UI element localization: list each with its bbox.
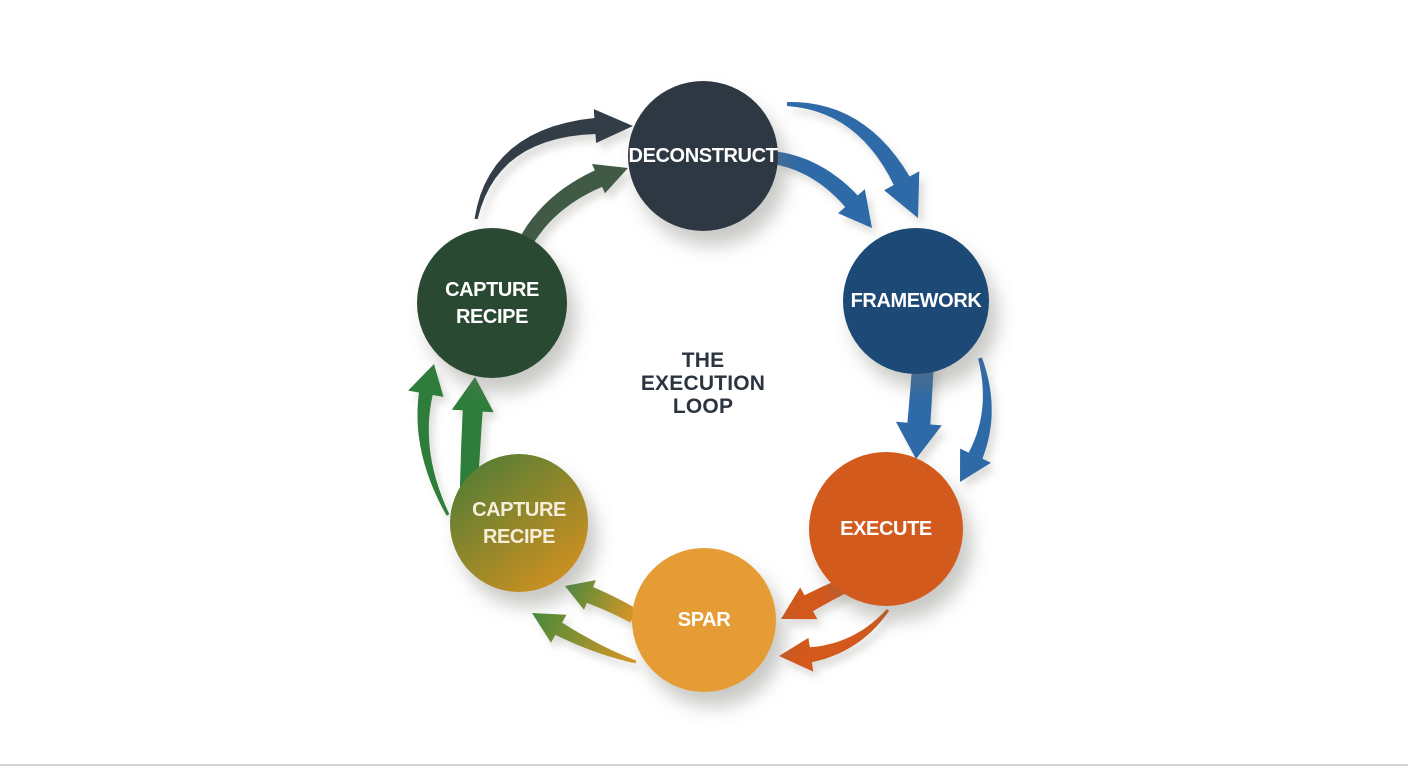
node-framework-circle [843,228,989,374]
arrow-capture-bottom-to-capture-top-straight [451,377,494,488]
center-title-line-1: THE [682,349,725,372]
node-capture-recipe-bottom-label-line2: RECIPE [483,526,555,548]
node-capture-recipe-bottom-label-line1: CAPTURE [472,499,566,521]
arrow-capture-top-to-deconstruct-outer [474,109,633,220]
node-execute-label: EXECUTE [840,518,932,540]
arrow-framework-to-execute-curved [960,357,992,482]
node-spar-circle [632,548,776,692]
center-title-line-3: LOOP [673,395,733,418]
node-deconstruct-label: DECONSTRUCT [629,145,778,167]
arrow-spar-to-capture-bottom-lower [532,613,637,664]
node-capture-recipe-bottom-circle [450,454,588,592]
center-title: THE EXECUTION LOOP [641,349,765,418]
node-execute-circle [809,452,963,606]
arrow-layer [408,102,992,672]
node-framework-label: FRAMEWORK [851,290,983,312]
arrow-spar-to-capture-bottom-upper [565,580,638,623]
arrow-execute-to-spar-upper [781,576,853,620]
center-title-line-2: EXECUTION [641,372,765,395]
node-layer [417,81,989,692]
bottom-edge-line [0,764,1408,766]
node-capture-recipe-top-label-line1: CAPTURE [445,279,539,301]
arrow-capture-bottom-to-capture-top-curved [408,364,450,516]
arrow-framework-to-execute-straight [895,347,942,459]
node-spar-label: SPAR [678,609,731,631]
arrow-deconstruct-to-framework-outer [787,102,920,218]
node-capture-recipe-top-label-line2: RECIPE [456,306,528,328]
node-deconstruct-circle [628,81,778,231]
arrow-deconstruct-to-framework-inner [775,151,872,228]
node-label-layer: DECONSTRUCT FRAMEWORK EXECUTE SPAR CAPTU… [445,145,983,631]
arrow-capture-top-to-deconstruct-inner [511,164,628,261]
arrow-execute-to-spar-lower [779,609,890,672]
node-capture-recipe-top-circle [417,228,567,378]
